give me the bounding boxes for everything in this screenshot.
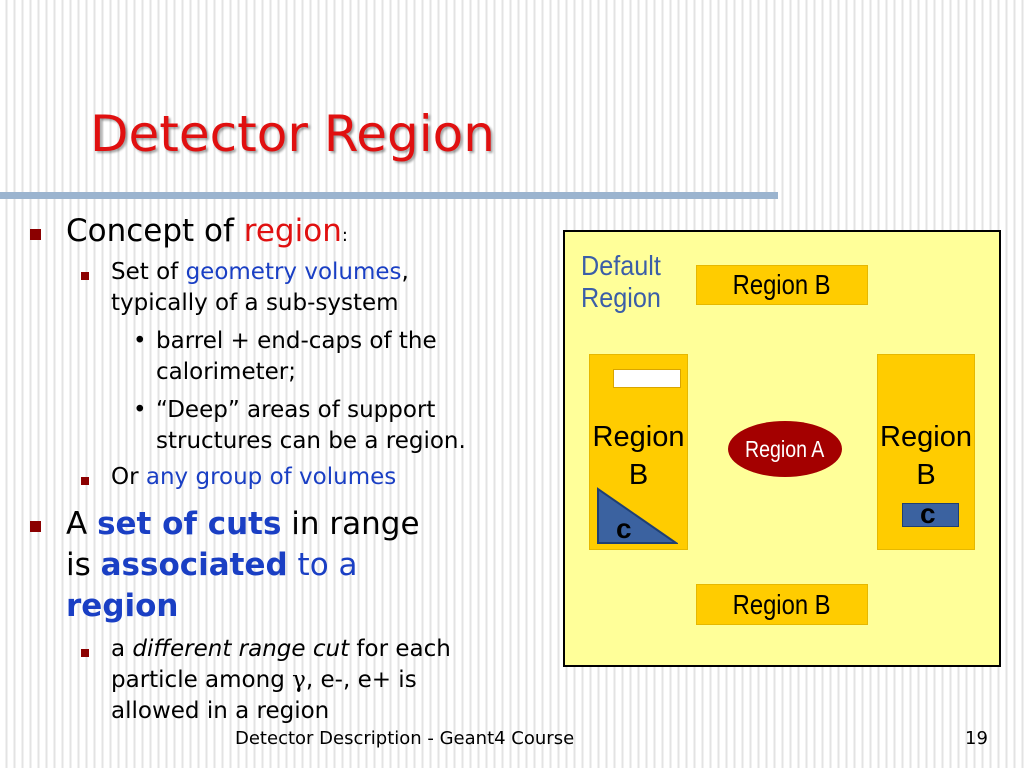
text-span: :	[341, 225, 348, 246]
region-diagram: Default Region Region B Region B c Regio…	[563, 230, 1001, 667]
sub-sub-bullet-marker: •	[133, 328, 147, 354]
region-b-right: Region B c	[877, 354, 975, 550]
region-b-bottom-label: Region B	[733, 588, 831, 620]
bullet-different-range-cut: a different range cut for each	[111, 634, 451, 665]
bullet-marker	[30, 521, 41, 532]
text-span: Concept of	[66, 213, 244, 249]
bullet-associated: is associated to a	[66, 545, 358, 585]
highlight-any-group: any group of volumes	[145, 464, 397, 490]
italic-different-range-cut: different range cut	[132, 636, 350, 662]
region-a-ellipse: Region A	[728, 421, 842, 477]
bullet-barrel-line2: calorimeter;	[156, 359, 296, 385]
highlight-geometry-volumes: geometry volumes	[185, 259, 402, 285]
bullet-marker	[30, 229, 41, 240]
region-b-top-label: Region B	[733, 269, 831, 300]
default-region-line1: Default	[581, 250, 661, 281]
bullet-deep-line1: “Deep” areas of support	[156, 397, 436, 423]
text-span: , e-, e+ is	[305, 667, 417, 693]
bullet-or-any-group: Or any group of volumes	[111, 462, 396, 493]
sub-sub-bullet-marker: •	[133, 397, 147, 423]
text-span: ,	[401, 259, 409, 285]
cut-label-right: c	[920, 498, 936, 529]
text-span: Or	[111, 464, 146, 490]
region-b-left: Region B c	[589, 354, 688, 550]
text-span: particle among	[111, 667, 293, 693]
text-span: for each	[349, 636, 451, 662]
title-underline	[0, 192, 778, 199]
region-b-top: Region B	[696, 265, 868, 305]
sub-bullet-marker	[81, 649, 89, 657]
highlight-to-a: to a	[287, 547, 358, 583]
bullet-deep-line2: structures can be a region.	[156, 428, 466, 454]
text-span: Set of	[111, 259, 186, 285]
highlight-region-word: region	[66, 588, 179, 624]
highlight-region: region	[243, 213, 342, 249]
gamma-symbol: γ	[292, 667, 306, 693]
region-b-left-line1: Region	[592, 421, 685, 453]
bullet-particle-among: particle among γ, e-, e+ is	[111, 665, 417, 696]
region-b-bottom: Region B	[696, 584, 868, 625]
bullet-set-of-cuts: A set of cuts in range	[66, 504, 420, 544]
default-region-label: Default Region	[581, 250, 661, 314]
bullet-barrel-line1: barrel + end-caps of the	[156, 328, 437, 354]
cut-box-right	[902, 503, 959, 527]
bullet-set-line2: typically of a sub-system	[111, 290, 399, 316]
white-sub-volume	[613, 369, 681, 388]
text-span: is	[66, 547, 101, 583]
text-span: A	[66, 506, 98, 542]
footer-text: Detector Description - Geant4 Course	[235, 728, 575, 749]
bullet-concept-of-region: Concept of region:	[66, 211, 348, 256]
highlight-associated: associated	[100, 547, 288, 583]
text-span: in range	[281, 506, 420, 542]
sub-bullet-marker	[81, 477, 89, 485]
region-b-left-line2: B	[628, 459, 649, 491]
text-span: a	[111, 636, 133, 662]
page-number: 19	[965, 728, 988, 749]
region-b-right-line1: Region	[880, 421, 972, 453]
slide-title: Detector Region	[90, 105, 495, 163]
region-b-right-line2: B	[916, 459, 936, 491]
highlight-set-of-cuts: set of cuts	[97, 506, 282, 542]
triangle-sub-volume	[597, 487, 678, 544]
cut-label-left: c	[616, 513, 632, 544]
default-region-line2: Region	[581, 282, 661, 313]
region-a-label: Region A	[745, 435, 825, 462]
bullet-allowed-line: allowed in a region	[111, 698, 330, 724]
sub-bullet-marker	[81, 272, 89, 280]
bullet-set-of-geometry: Set of geometry volumes,	[111, 257, 409, 288]
